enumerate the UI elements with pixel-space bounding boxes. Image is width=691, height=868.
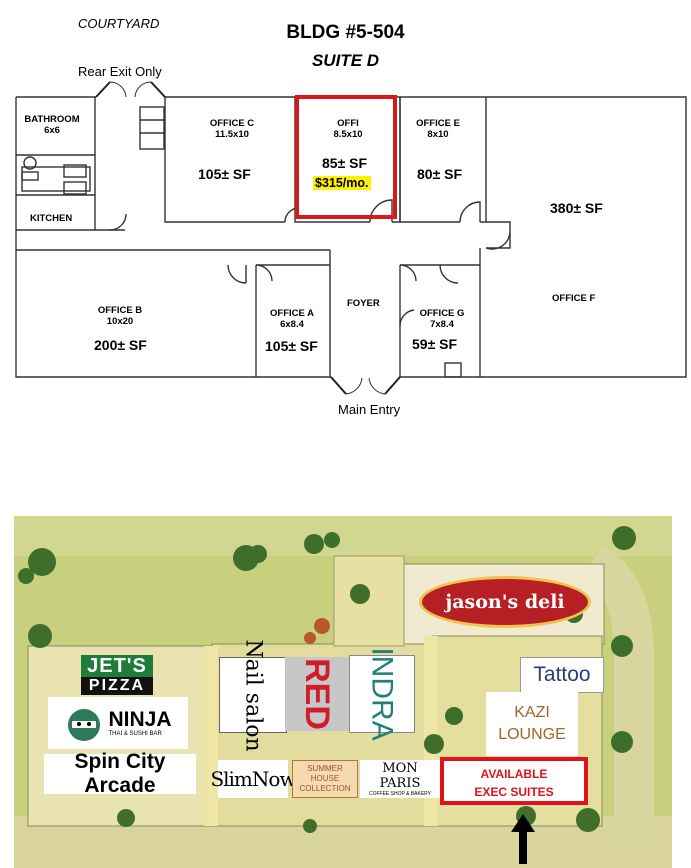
lounge-text: LOUNGE xyxy=(498,726,566,743)
summer-house-logo: SUMMER HOUSE COLLECTION xyxy=(292,760,358,798)
office-f-label: OFFICE F xyxy=(552,293,596,304)
office-d-highlight xyxy=(295,95,397,219)
jets-text: JET'S xyxy=(81,655,153,677)
mon-paris-subtext: COFFEE SHOP & BAKERY xyxy=(368,791,432,797)
suite-title: SUITE D xyxy=(311,51,380,70)
mon-paris-logo: MON PARIS COFFEE SHOP & BAKERY xyxy=(360,760,440,798)
arrow-up-icon xyxy=(511,814,535,864)
foyer-label: FOYER xyxy=(347,298,380,309)
office-c-sf: 105± SF xyxy=(198,166,251,182)
available-suites-highlight: AVAILABLE EXEC SUITES xyxy=(440,757,588,805)
office-g-sf: 59± SF xyxy=(412,336,458,352)
nail-salon-logo: Nail salon xyxy=(219,639,287,751)
office-d-rent: $315/mo. xyxy=(313,176,371,190)
available-text: AVAILABLE xyxy=(480,767,548,781)
main-entry-label: Main Entry xyxy=(338,402,401,417)
indra-yoga-logo: INDRA xyxy=(349,647,415,741)
ninja-text: NINJA xyxy=(108,708,172,731)
red-text: RED xyxy=(298,658,337,730)
building-title: BLDG #5-504 xyxy=(286,22,405,43)
jasons-deli-logo: jason's deli xyxy=(413,566,597,638)
jasons-deli-text: jason's deli xyxy=(419,576,591,628)
kazi-lounge-logo: KAZI LOUNGE xyxy=(486,692,578,756)
office-b-sf: 200± SF xyxy=(94,337,147,353)
tattoo-logo: Tattoo xyxy=(520,657,604,693)
red-nail-studio-logo: RED xyxy=(285,657,349,731)
slimnow-logo: SlimNow xyxy=(210,760,297,798)
kitchen-label: KITCHEN xyxy=(30,213,73,224)
kazi-text: KAZI xyxy=(514,704,550,721)
indra-text: INDRA xyxy=(366,647,399,741)
office-d-sf: 85± SF xyxy=(322,155,368,171)
office-f-sf: 380± SF xyxy=(550,200,603,216)
ninja-logo: NINJA THAI & SUSHI BAR xyxy=(48,697,188,749)
pizza-text: PIZZA xyxy=(80,677,154,695)
mon-paris-text: MON PARIS xyxy=(379,761,421,791)
exec-suites-text: EXEC SUITES xyxy=(474,785,554,799)
courtyard-label: COURTYARD xyxy=(78,16,160,31)
spin-city-logo: Spin City Arcade xyxy=(44,750,196,797)
ninja-subtext: THAI & SUSHI BAR xyxy=(108,731,162,737)
jets-pizza-logo: JET'S PIZZA xyxy=(60,653,174,697)
office-a-sf: 105± SF xyxy=(265,338,318,354)
ninja-icon xyxy=(68,709,101,741)
rear-exit-label: Rear Exit Only xyxy=(78,64,162,79)
nail-salon-text: Nail salon xyxy=(240,638,266,752)
office-e-sf: 80± SF xyxy=(417,166,463,182)
